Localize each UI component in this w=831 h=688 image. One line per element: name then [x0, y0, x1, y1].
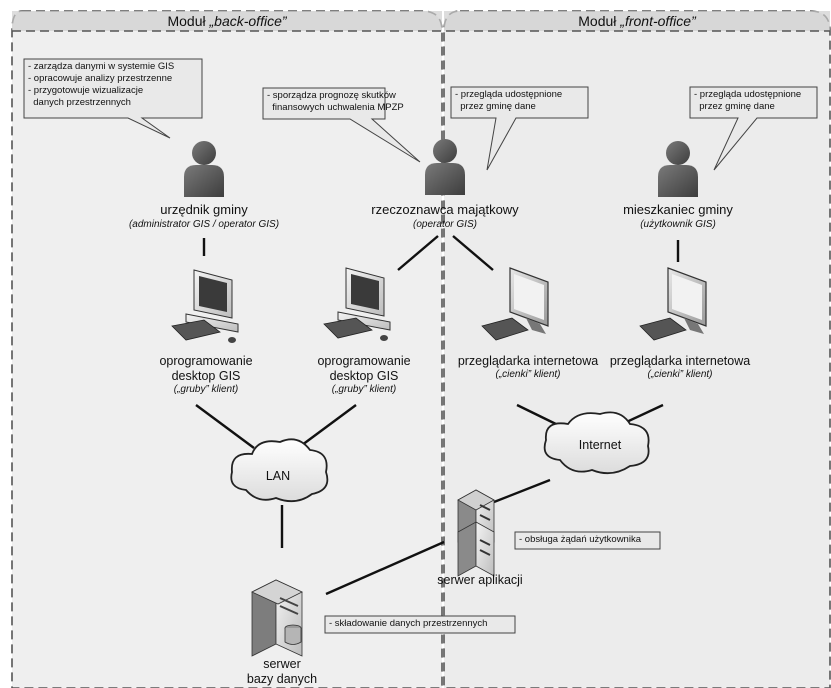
client-desktop1-label: oprogramowanie desktop GIS („gruby” klie…: [126, 354, 286, 395]
callout-appraiser-web: [450, 86, 589, 171]
user-name: mieszkaniec gminy: [623, 202, 733, 217]
desktop-computer-icon: [171, 269, 239, 343]
callout-line: - składowanie danych przestrzennych: [329, 618, 488, 629]
callout-db-server: [324, 615, 516, 634]
module-front-office: [443, 10, 831, 688]
client-name: przeglądarka internetowa: [609, 354, 751, 368]
client-desktop2-label: oprogramowanie desktop GIS („gruby” klie…: [284, 354, 444, 395]
user-appraiser-label: rzeczoznawca majątkowy (operator GIS): [345, 202, 545, 231]
client-browser2-label: przeglądarka internetowa („cienki” klien…: [590, 354, 770, 380]
callout-line: - sporządza prognozę skutków: [267, 90, 396, 101]
callout-appraiser-web-text: - przegląda udostępnione przez gminę dan…: [455, 89, 562, 113]
server-name: bazy danych: [246, 672, 318, 686]
module-title-prefix: Moduł: [578, 13, 621, 29]
callout-resident-text: - przegląda udostępnione przez gminę dan…: [694, 89, 801, 113]
client-name: desktop GIS: [171, 369, 241, 383]
user-role: (administrator GIS / operator GIS): [128, 219, 280, 230]
callout-line: przez gminę dane: [455, 101, 536, 112]
user-role: (użytkownik GIS): [640, 219, 716, 230]
callout-official: [23, 58, 203, 139]
person-icon: [184, 141, 224, 197]
application-server-icon: [457, 489, 495, 577]
flat-monitor-icon: [481, 267, 549, 341]
app-server-label: serwer aplikacji: [437, 573, 523, 587]
module-back-office: [11, 10, 443, 688]
client-browser1-label: przeglądarka internetowa („cienki” klien…: [438, 354, 618, 380]
callout-official-text: - zarządza danymi w systemie GIS - oprac…: [28, 61, 174, 109]
user-name: urzędnik gminy: [160, 202, 248, 217]
server-name: serwer: [263, 657, 301, 671]
module-title-prefix: Moduł: [167, 13, 210, 29]
desktop-computer-icon: [323, 267, 391, 341]
user-resident-label: mieszkaniec gminy (użytkownik GIS): [578, 202, 778, 231]
db-server-label: serwer bazy danych: [222, 657, 342, 687]
callout-line: - przygotowuje wizualizacje: [28, 85, 144, 96]
module-title-name: „back-office”: [209, 13, 287, 29]
callout-line: - opracowuje analizy przestrzenne: [28, 73, 173, 84]
user-name: rzeczoznawca majątkowy: [371, 202, 519, 217]
user-role: (operator GIS): [413, 219, 477, 230]
client-name: oprogramowanie: [317, 354, 411, 368]
user-official-label: urzędnik gminy (administrator GIS / oper…: [104, 202, 304, 231]
callout-line: danych przestrzennych: [28, 97, 131, 108]
module-title-name: „front-office”: [620, 13, 696, 29]
callout-line: - przegląda udostępnione: [455, 89, 563, 100]
lan-label: LAN: [265, 469, 291, 483]
client-name: desktop GIS: [329, 369, 399, 383]
internet-cloud-icon: [543, 411, 650, 475]
client-role: („gruby” klient): [173, 384, 239, 395]
person-icon: [425, 139, 465, 195]
callout-resident: [689, 86, 818, 171]
callout-db-server-text: - składowanie danych przestrzennych: [329, 618, 487, 630]
callout-appraiser-text: - sporządza prognozę skutków finansowych…: [267, 90, 404, 114]
client-role: („cienki” klient): [647, 369, 713, 380]
callout-line: - przegląda udostępnione: [694, 89, 802, 100]
person-icon: [658, 141, 698, 197]
client-name: przeglądarka internetowa: [457, 354, 599, 368]
internet-label: Internet: [578, 438, 622, 452]
callout-app-server-text: - obsługa żądań użytkownika: [519, 534, 641, 546]
client-role: („gruby” klient): [331, 384, 397, 395]
callout-line: przez gminę dane: [694, 101, 775, 112]
module-front-office-title: Moduł „front-office”: [444, 11, 830, 31]
callout-appraiser: [262, 87, 421, 163]
module-back-office-title: Moduł „back-office”: [12, 11, 442, 31]
client-name: oprogramowanie: [159, 354, 253, 368]
callout-line: - zarządza danymi w systemie GIS: [28, 61, 175, 72]
lan-cloud-icon: [230, 438, 329, 503]
flat-monitor-icon: [639, 267, 707, 341]
callout-line: - obsługa żądań użytkownika: [519, 534, 641, 545]
connection-lines: [195, 235, 680, 596]
client-role: („cienki” klient): [495, 369, 561, 380]
database-server-icon: [251, 579, 303, 657]
callout-line: finansowych uchwalenia MPZP: [267, 102, 404, 113]
callout-app-server: [514, 531, 661, 550]
